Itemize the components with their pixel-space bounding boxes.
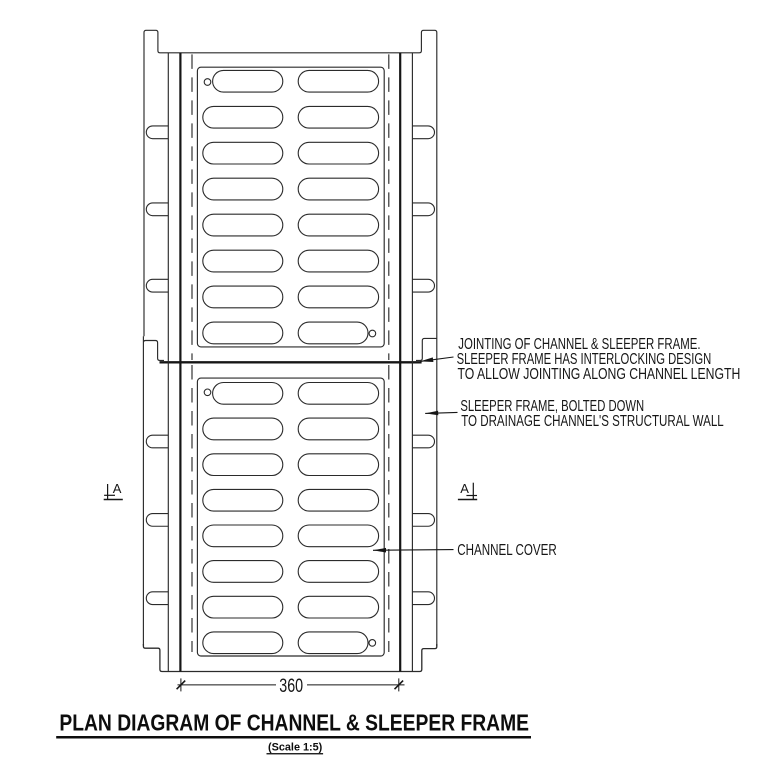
svg-text:TO ALLOW JOINTING ALONG CHANNE: TO ALLOW JOINTING ALONG CHANNEL LENGTH: [458, 366, 741, 383]
svg-text:SLEEPER FRAME, BOLTED DOWN: SLEEPER FRAME, BOLTED DOWN: [460, 398, 644, 415]
svg-text:A: A: [460, 481, 469, 496]
svg-text:A: A: [113, 481, 122, 496]
svg-text:(Scale 1:5): (Scale 1:5): [268, 741, 323, 753]
svg-text:TO DRAINAGE CHANNEL'S STRUCTUR: TO DRAINAGE CHANNEL'S STRUCTURAL WALL: [461, 413, 724, 430]
svg-text:JOINTING OF CHANNEL & SLEEPER: JOINTING OF CHANNEL & SLEEPER FRAME.: [458, 336, 700, 353]
svg-text:PLAN DIAGRAM OF CHANNEL & SLEE: PLAN DIAGRAM OF CHANNEL & SLEEPER FRAME: [59, 710, 529, 736]
svg-text:360: 360: [279, 675, 303, 697]
svg-text:CHANNEL COVER: CHANNEL COVER: [457, 542, 557, 559]
svg-text:SLEEPER FRAME HAS INTERLOCKING: SLEEPER FRAME HAS INTERLOCKING DESIGN: [457, 351, 712, 368]
